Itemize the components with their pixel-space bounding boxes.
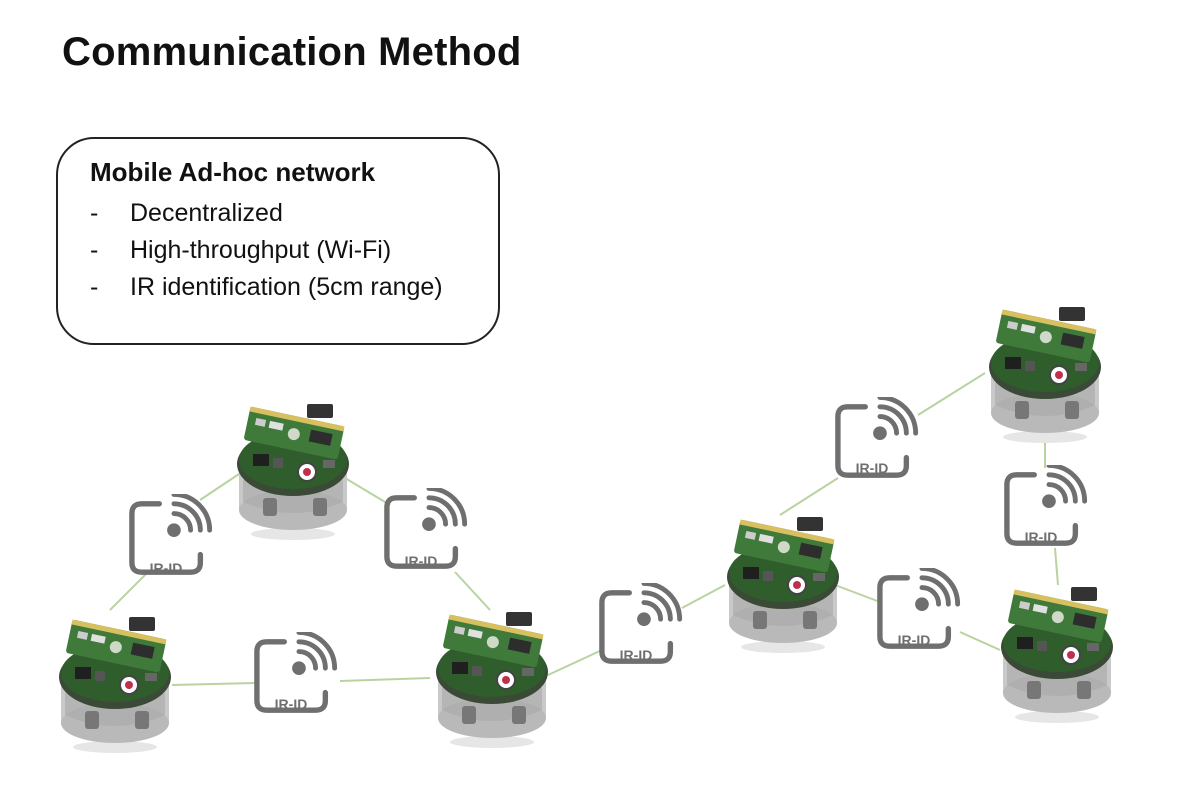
info-heading: Mobile Ad-hoc network xyxy=(90,157,376,187)
link-line xyxy=(779,477,839,516)
link-line xyxy=(917,372,986,416)
info-box: Mobile Ad-hoc network - Decentralized - Hi… xyxy=(56,137,500,345)
irid-label: IR-ID xyxy=(275,696,308,712)
robot-node xyxy=(236,403,350,541)
bullet-text: IR identification (5cm range) xyxy=(130,273,443,301)
bullet-marker: - xyxy=(90,199,99,227)
irid-badge: IR-ID xyxy=(880,568,958,648)
irid-badge: IR-ID xyxy=(838,397,916,476)
bullet-marker: - xyxy=(90,236,99,264)
link-line xyxy=(454,571,491,611)
irid-label: IR-ID xyxy=(898,632,931,648)
slide-title: Communication Method xyxy=(62,30,522,74)
robot-node xyxy=(1000,586,1114,724)
irid-label: IR-ID xyxy=(856,460,889,476)
link-line xyxy=(344,477,391,506)
bullet-item: - High-throughput (Wi-Fi) xyxy=(90,232,443,269)
bullet-item: - IR identification (5cm range) xyxy=(90,269,443,306)
robot-node xyxy=(726,516,840,654)
bullet-marker: - xyxy=(90,273,99,301)
link-line xyxy=(199,469,246,501)
link-line xyxy=(171,682,258,686)
irid-label: IR-ID xyxy=(405,553,438,569)
link-line xyxy=(681,584,726,609)
network-links xyxy=(109,372,1059,686)
robot-node xyxy=(435,611,549,749)
link-line xyxy=(547,649,603,676)
irid-badge: IR-ID xyxy=(1007,465,1085,545)
irid-badge: IR-ID xyxy=(132,494,210,576)
irid-label: IR-ID xyxy=(1025,529,1058,545)
irid-label: IR-ID xyxy=(620,647,653,663)
robot-node xyxy=(988,306,1102,444)
bullet-text: Decentralized xyxy=(130,199,283,227)
link-line xyxy=(959,631,1001,651)
link-line xyxy=(834,584,881,603)
irid-badge: IR-ID xyxy=(257,632,335,712)
irid-badge: IR-ID xyxy=(602,583,680,663)
info-bullet-list: -Decentralized -High-throughput (Wi-Fi) … xyxy=(90,195,443,306)
bullet-item: - Decentralized xyxy=(90,195,443,232)
link-line xyxy=(339,677,431,682)
link-line xyxy=(1054,547,1059,586)
irid-label: IR-ID xyxy=(150,560,183,576)
irid-badge: IR-ID xyxy=(387,488,465,569)
robot-node xyxy=(58,616,172,754)
link-line xyxy=(109,569,151,611)
bullet-text: High-throughput (Wi-Fi) xyxy=(130,236,392,264)
